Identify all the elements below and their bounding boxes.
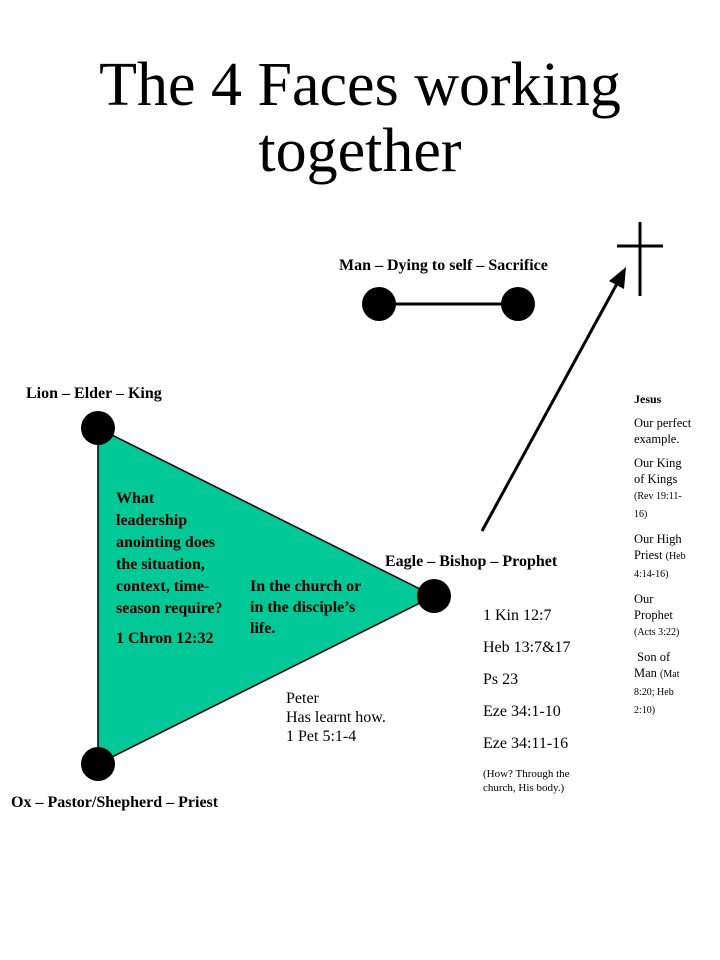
peter-note: Peter Has learnt how. 1 Pet 5:1-4 <box>286 689 386 746</box>
title-line-2: together <box>258 117 462 185</box>
reference-item: Ps 23 <box>483 671 519 688</box>
leadership-triangle <box>97 426 436 766</box>
jesus-item: Our High Priest (Heb 4:14-16) <box>634 531 718 583</box>
references-note: (How? Through the church, His body.) <box>483 767 571 795</box>
jesus-ref: (Rev 19:11- <box>634 491 682 502</box>
note-line: church, His body.) <box>483 782 565 794</box>
jesus-ref: (Mat <box>660 669 680 680</box>
jesus-heading: Jesus <box>634 392 662 406</box>
context-line: in the disciple’s <box>250 599 356 616</box>
jesus-line: Man <box>634 666 657 680</box>
jesus-line: Our High <box>634 532 682 546</box>
reference-item: Heb 13:7&17 <box>483 639 571 656</box>
arrow-line <box>480 279 621 532</box>
lion-label: Lion – Elder – King <box>26 385 162 402</box>
title-line-1: The 4 Faces working <box>99 51 621 119</box>
jesus-item: Our Prophet (Acts 3:22) <box>634 591 718 641</box>
references-list: 1 Kin 12:7 Heb 13:7&17 Ps 23 Eze 34:1-10… <box>483 607 571 809</box>
man-node-left <box>362 287 396 321</box>
cross-icon <box>617 222 663 296</box>
context-text: In the church or in the disciple’s life. <box>250 576 361 639</box>
peter-line: Has learnt how. <box>286 709 386 726</box>
arrowhead <box>609 267 626 289</box>
question-line: leadership <box>116 512 188 529</box>
jesus-line: Priest <box>634 548 663 562</box>
leadership-question: What leadership anointing does the situa… <box>116 488 223 650</box>
page-title: The 4 Faces working together <box>0 52 720 184</box>
reference-item: 1 Kin 12:7 <box>483 607 552 624</box>
question-line: the situation, <box>116 556 205 573</box>
jesus-ref: (Acts 3:22) <box>634 627 680 638</box>
jesus-line: of Kings <box>634 472 678 486</box>
jesus-ref: 2:10) <box>634 705 656 716</box>
jesus-line: Prophet <box>634 608 673 622</box>
jesus-line: Son of <box>634 650 671 664</box>
man-node-right <box>501 287 535 321</box>
question-line: season require? <box>116 600 223 617</box>
reference-item: Eze 34:11-16 <box>483 735 569 752</box>
peter-line: 1 Pet 5:1-4 <box>286 728 357 745</box>
jesus-line: Our <box>634 592 654 606</box>
question-line: anointing does <box>116 534 216 551</box>
question-line: context, time- <box>116 578 210 595</box>
jesus-item: Our King of Kings (Rev 19:11- 16) <box>634 455 718 523</box>
eagle-node <box>417 579 451 613</box>
ox-label: Ox – Pastor/Shepherd – Priest <box>11 794 219 811</box>
peter-line: Peter <box>286 690 319 707</box>
jesus-line: example. <box>634 432 680 446</box>
man-label: Man – Dying to self – Sacrifice <box>339 257 548 274</box>
jesus-ref: 8:20; Heb <box>634 687 674 698</box>
jesus-column: Jesus Our perfect example. Our King of K… <box>634 391 718 727</box>
jesus-item: Son of Man (Mat 8:20; Heb 2:10) <box>634 649 718 719</box>
jesus-line: Our King <box>634 456 682 470</box>
jesus-ref: (Heb <box>665 551 686 562</box>
note-line: (How? Through the <box>483 768 570 780</box>
reference-item: Eze 34:1-10 <box>483 703 561 720</box>
eagle-label: Eagle – Bishop – Prophet <box>385 553 558 570</box>
jesus-ref: 16) <box>634 509 648 520</box>
lion-node <box>81 411 115 445</box>
jesus-item: Our perfect example. <box>634 415 718 447</box>
context-line: life. <box>250 620 276 637</box>
jesus-line: Our perfect <box>634 416 692 430</box>
ox-node <box>81 747 115 781</box>
question-line: What <box>116 490 155 507</box>
jesus-ref: 4:14-16) <box>634 569 669 580</box>
chron-reference: 1 Chron 12:32 <box>116 630 214 647</box>
context-line: In the church or <box>250 578 362 595</box>
